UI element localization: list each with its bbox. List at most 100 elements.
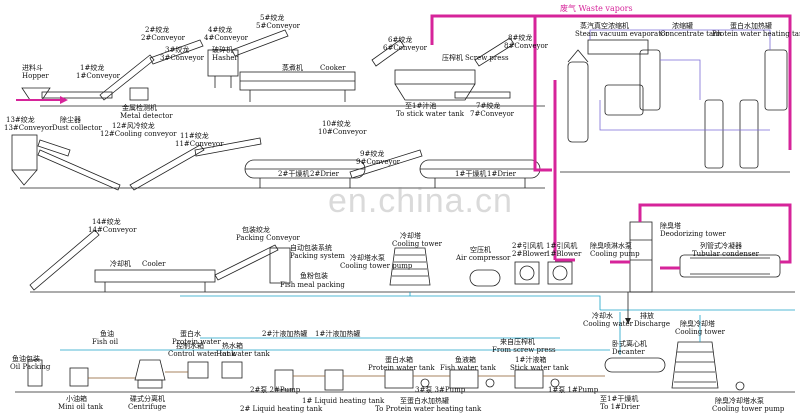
- heating-tank: [764, 49, 788, 111]
- conveyor-2: [99, 54, 155, 101]
- decanter: [604, 357, 666, 373]
- label-lh2-cn: 2#汁液加热罐: [262, 330, 308, 338]
- conveyor-7: [454, 91, 511, 99]
- cooling-tower: [389, 247, 431, 286]
- evaporator: [567, 61, 589, 143]
- label-tube-cn: 列管式冷凝器: [700, 242, 742, 250]
- label-c7-cn: 7#绞龙: [476, 102, 501, 110]
- concentrate-tank: [639, 49, 661, 111]
- label-cent-cn: 碟式分离机: [130, 395, 165, 403]
- label-press-cn: 压榨机: [442, 54, 463, 62]
- label-dct-cn: 除臭冷却塔: [680, 320, 715, 328]
- label-c2-cn: 2#绞龙: [145, 26, 170, 34]
- label-c13-cn: 13#绞龙: [6, 116, 35, 124]
- label-b1-cn: 1#引风机: [546, 242, 578, 250]
- label-hasher-cn: 破碎机: [212, 46, 233, 54]
- label-ctp-en: Cooling tower pump: [340, 262, 413, 270]
- liquid-heating-tank-2: [274, 369, 294, 391]
- conveyor-3: [149, 39, 204, 65]
- deo-cooling-tower: [671, 341, 719, 389]
- label-dctp-cn: 除臭冷却塔水泵: [715, 397, 764, 405]
- label-cooler-cn: 冷却机: [110, 260, 131, 268]
- vapor-pipes: [430, 14, 792, 270]
- label-c9-cn: 9#绞龙: [360, 150, 385, 158]
- label-ac-en: Air compressor: [456, 254, 511, 262]
- label-deo-cn: 除臭塔: [660, 222, 681, 230]
- label-p3: 3#泵 3#Pump: [415, 386, 466, 394]
- label-hopper-cn: 进料斗: [22, 64, 43, 72]
- label-packconv-en: Packing Conveyor: [236, 234, 300, 242]
- label-hwt-cn: 热水箱: [222, 342, 243, 350]
- feed-arrow-head: [60, 96, 68, 104]
- label-packsys-en: Packing system: [290, 252, 345, 260]
- label-ac-cn: 空压机: [470, 246, 491, 254]
- dust-collector: [11, 134, 38, 171]
- centrifuge: [134, 359, 166, 381]
- label-cooker-en: Cooker: [320, 64, 346, 72]
- label-cent-en: Centrifuge: [128, 403, 167, 411]
- conveyor-5: [231, 29, 289, 57]
- label-stick-cn: 至1#汁池: [405, 102, 437, 110]
- label-c6-en: 6#Conveyor: [383, 44, 428, 52]
- blower-2: [514, 261, 540, 285]
- label-ct-cn: 冷却塔: [400, 232, 421, 240]
- label-deo-en: Deodorizing tower: [660, 230, 726, 238]
- label-c8-cn: 8#绞龙: [508, 34, 533, 42]
- label-c3-en: 3#Conveyor: [160, 54, 205, 62]
- label-topwht-cn: 至蛋白水加热罐: [400, 397, 449, 405]
- label-packsys-cn: 自动包装系统: [290, 244, 332, 252]
- label-pw-cn: 蛋白水: [180, 330, 201, 338]
- label-b2-en: 2#Blower: [512, 250, 548, 258]
- label-phwt-en: Protein water heating tank: [712, 30, 800, 38]
- control-water-tank: [187, 361, 209, 379]
- label-dec-cn: 卧式离心机: [612, 340, 647, 348]
- label-c11-en: 11#Conveyor: [175, 140, 224, 148]
- label-drier1-en: 1#Drier: [487, 170, 517, 178]
- label-fmp-en: Fish meal packing: [280, 281, 345, 289]
- label-p1: 1#泵 1#Pump: [548, 386, 599, 394]
- label-op-en: Oil Packing: [10, 363, 51, 371]
- label-c9-en: 9#Conveyor: [356, 158, 401, 166]
- protein-water-tank: [384, 369, 414, 389]
- label-waste-vapors: 废气 Waste vapors: [560, 4, 633, 13]
- label-deopump-cn: 除臭喷淋水泵: [590, 242, 632, 250]
- label-hwt-en: Hot water tank: [216, 350, 270, 358]
- label-c1-en: 1#Conveyor: [76, 72, 121, 80]
- label-metal-cn: 金属检测机: [122, 104, 157, 112]
- label-cw-en: Cooling water: [583, 320, 633, 328]
- label-todrier-en: To 1#Drier: [600, 403, 640, 411]
- screw-press: [394, 69, 476, 85]
- conveyor-1: [41, 91, 113, 99]
- label-c8-en: 8#Conveyor: [504, 42, 549, 50]
- label-evap-en: Steam vacuum evaporator: [575, 30, 669, 38]
- stick-water-tank: [514, 369, 544, 389]
- label-lh1-en: 1# Liquid heating tank: [302, 397, 385, 405]
- label-mini-en: Mini oil tank: [58, 403, 104, 411]
- label-press-en: Screw press: [465, 54, 509, 62]
- label-pwt-cn: 蛋白水箱: [385, 356, 413, 364]
- hot-water-tank: [221, 361, 243, 379]
- label-p2: 2#泵 2#Pump: [250, 386, 301, 394]
- label-dust-en: Dust collector: [52, 124, 102, 132]
- water-pipes: [60, 292, 795, 355]
- label-c1-cn: 1#绞龙: [80, 64, 105, 72]
- label-c5-en: 5#Conveyor: [256, 22, 301, 30]
- label-dec-en: Decanter: [612, 348, 645, 356]
- label-swt-cn: 1#汁液箱: [515, 356, 547, 364]
- label-ctp-cn: 冷却塔水泵: [350, 254, 385, 262]
- label-c12-cn: 12#风冷绞龙: [112, 122, 155, 130]
- label-c13-en: 13#Conveyor: [4, 124, 53, 132]
- label-dct-en: Cooling tower: [675, 328, 725, 336]
- label-fo-en: Fish oil: [92, 338, 119, 346]
- label-lh2-en: 2# Liquid heating tank: [240, 405, 323, 413]
- label-phwt-cn: 蛋白水加热罐: [730, 22, 772, 30]
- discharge-arrow: [625, 318, 631, 324]
- label-c11-cn: 11#绞龙: [180, 132, 209, 140]
- label-fmp-cn: 鱼粉包装: [300, 272, 328, 280]
- label-mini-cn: 小油箱: [66, 395, 87, 403]
- label-c2-en: 2#Conveyor: [141, 34, 186, 42]
- label-drier2-cn: 2#干燥机: [278, 170, 310, 178]
- label-b1-en: 1#Blower: [546, 250, 582, 258]
- label-fsp-en: From screw press: [492, 346, 556, 354]
